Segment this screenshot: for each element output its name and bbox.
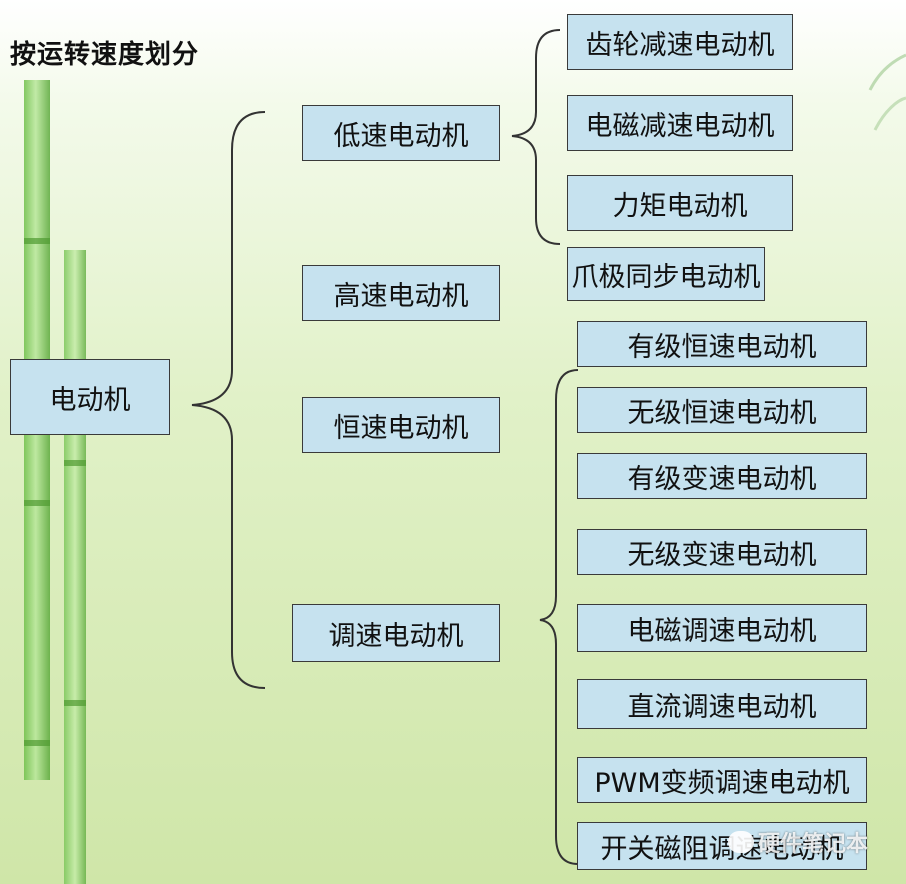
node-stepped-variable: 有级变速电动机	[577, 453, 867, 499]
node-em-adjustable: 电磁调速电动机	[577, 604, 867, 652]
node-stepless-constant: 无级恒速电动机	[577, 387, 867, 433]
node-stepless-variable: 无级变速电动机	[577, 529, 867, 575]
root-node: 电动机	[10, 359, 170, 435]
node-dc-adjustable: 直流调速电动机	[577, 679, 867, 729]
node-gear-reduction: 齿轮减速电动机	[567, 14, 793, 70]
node-claw-pole: 爪极同步电动机	[567, 247, 765, 301]
node-stepped-constant: 有级恒速电动机	[577, 321, 867, 367]
node-pwm-vf: PWM变频调速电动机	[577, 757, 867, 803]
node-torque: 力矩电动机	[567, 175, 793, 231]
watermark: 硬件笔记本	[728, 826, 868, 858]
node-constant-speed: 恒速电动机	[302, 397, 500, 453]
page-title: 按运转速度划分	[10, 40, 200, 70]
node-adjustable-speed: 调速电动机	[292, 604, 500, 662]
node-high-speed: 高速电动机	[302, 265, 500, 321]
low-speed-brace	[511, 29, 561, 245]
node-em-reduction: 电磁减速电动机	[567, 95, 793, 151]
root-brace	[191, 111, 266, 689]
adjustable-brace	[539, 369, 579, 865]
node-low-speed: 低速电动机	[302, 105, 500, 161]
node-switched-reluctance: 开关磁阻调速电动机	[577, 822, 867, 870]
watermark-text: 硬件笔记本	[758, 832, 869, 857]
wechat-icon	[728, 831, 754, 853]
